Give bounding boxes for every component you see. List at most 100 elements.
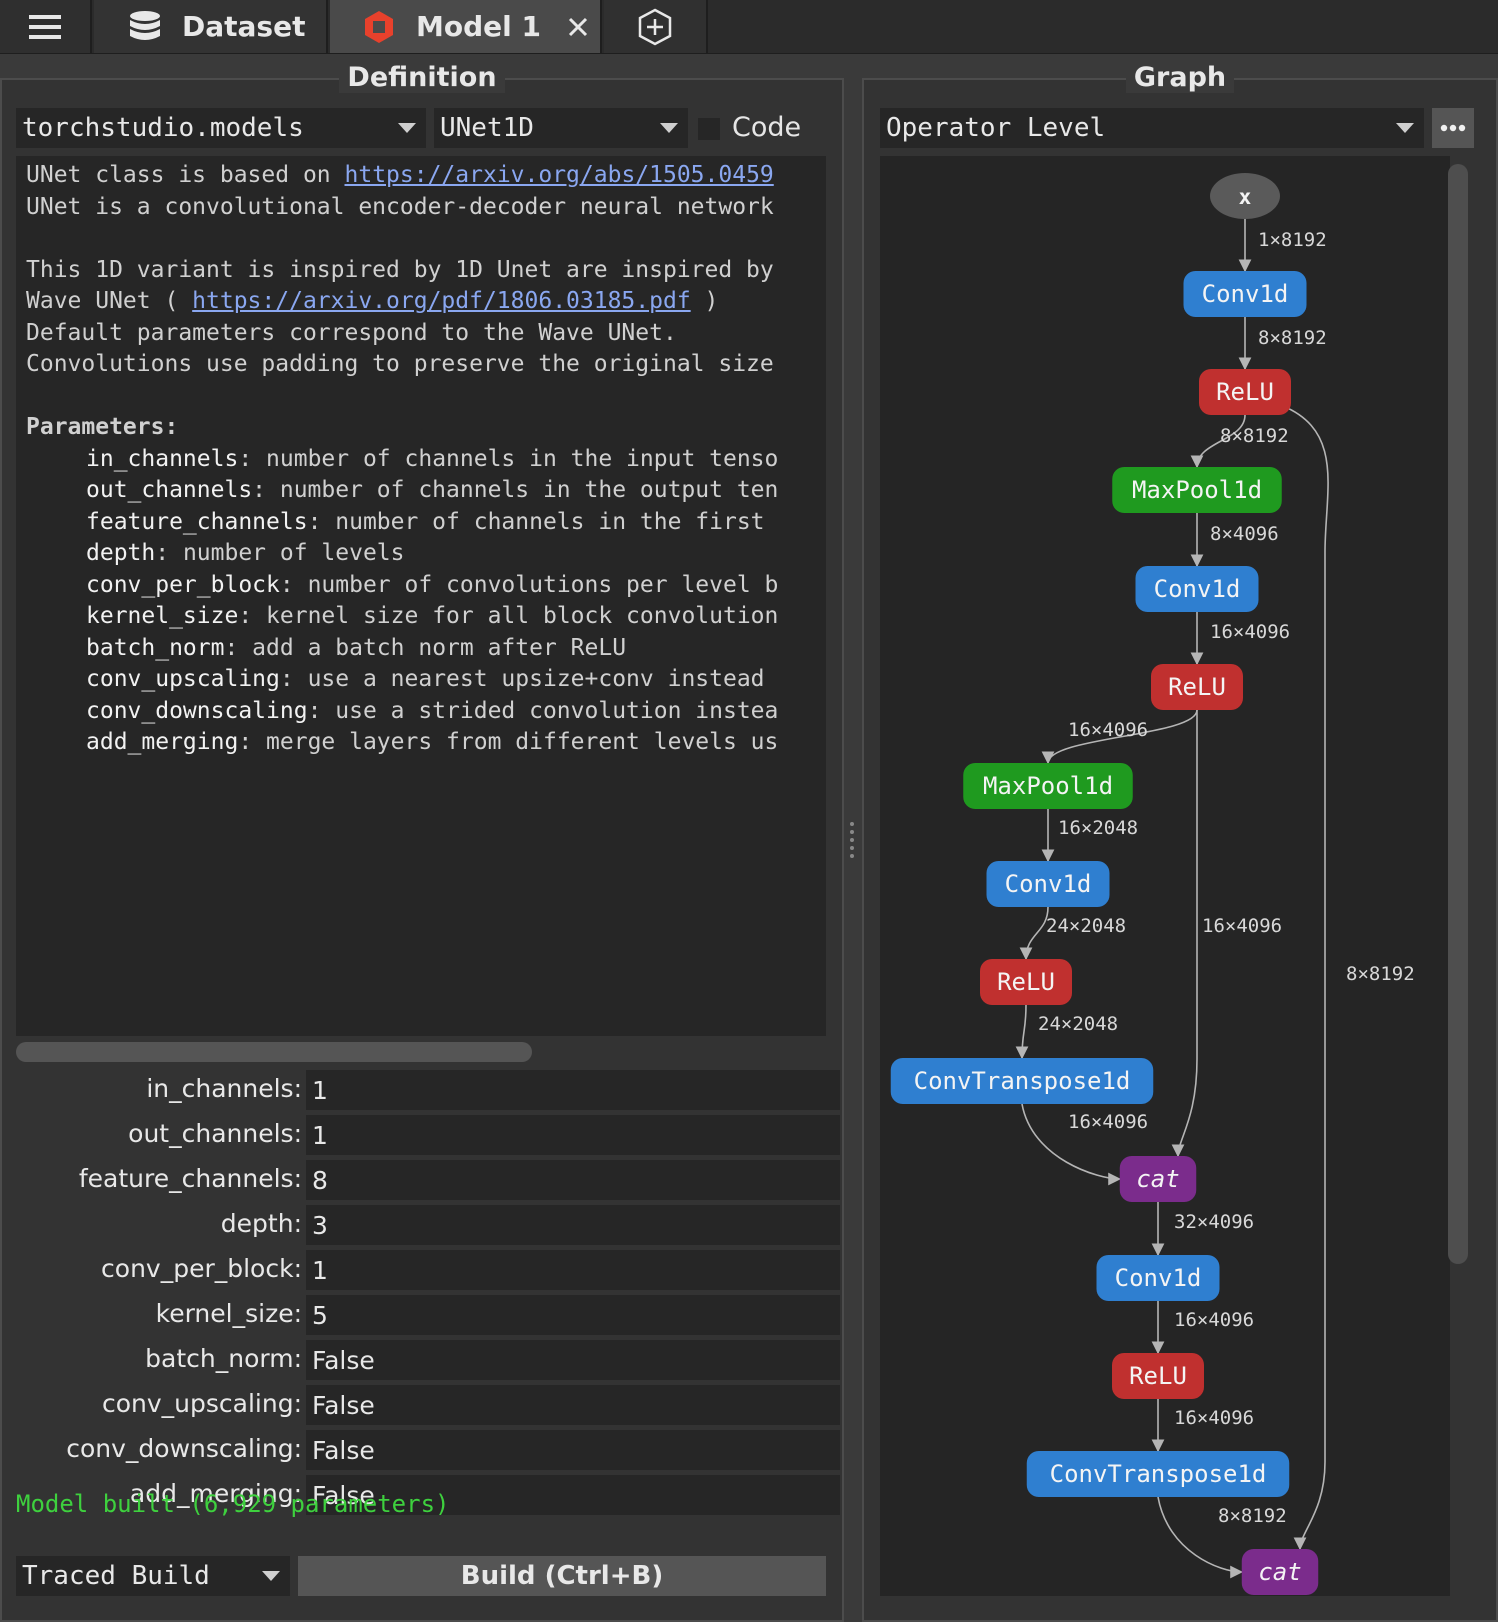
doc-param-desc: : number of channels in the input tenso: [238, 445, 779, 472]
graph-node-relu3[interactable]: ReLU: [980, 959, 1072, 1005]
doc-text: ): [690, 288, 719, 314]
splitter-handle[interactable]: [848, 820, 856, 860]
vertical-scrollbar[interactable]: [1448, 164, 1468, 1264]
build-button[interactable]: Build (Ctrl+B): [298, 1556, 826, 1596]
graph-node-cat1[interactable]: cat: [1119, 1156, 1197, 1202]
doc-param-name: in_channels: [86, 445, 239, 472]
class-select[interactable]: UNet1D: [434, 108, 688, 148]
graph-edge-label: 8×8192: [1258, 327, 1327, 349]
graph-node-shape: [980, 959, 1072, 1005]
param-input[interactable]: False: [306, 1340, 840, 1380]
param-row: conv_upscaling:False: [16, 1385, 840, 1425]
param-input[interactable]: 1: [306, 1250, 840, 1290]
graph-node-relu4[interactable]: ReLU: [1112, 1353, 1204, 1399]
graph-node-label: ReLU: [1168, 673, 1226, 701]
add-hexagon-icon: [638, 8, 672, 45]
param-input[interactable]: 1: [306, 1115, 840, 1155]
doc-line: Wave UNet ( https://arxiv.org/pdf/1806.0…: [26, 288, 718, 314]
doc-param-line: feature_channels: number of channels in …: [86, 509, 765, 535]
doc-link[interactable]: https://arxiv.org/pdf/1806.03185.pdf: [192, 288, 691, 314]
graph-node-label: cat: [1258, 1558, 1301, 1586]
doc-param-line: depth: number of levels: [86, 540, 405, 566]
doc-line: UNet class is based on https://arxiv.org…: [26, 162, 774, 188]
param-input[interactable]: 5: [306, 1295, 840, 1335]
param-label: in_channels:: [146, 1074, 302, 1103]
graph-edge: [1019, 906, 1049, 961]
param-input[interactable]: 1: [306, 1070, 840, 1110]
menu-button[interactable]: [0, 0, 92, 53]
module-select[interactable]: torchstudio.models: [16, 108, 426, 148]
param-input[interactable]: 8: [306, 1160, 840, 1200]
module-select-value: torchstudio.models: [22, 113, 304, 143]
graph-node-conv3[interactable]: Conv1d: [986, 861, 1110, 907]
param-input[interactable]: 3: [306, 1205, 840, 1245]
graph-node-x[interactable]: x: [1210, 173, 1280, 219]
class-select-value: UNet1D: [440, 113, 534, 143]
graph-edge-label: 16×4096: [1174, 1309, 1254, 1331]
doc-text: Wave UNet (: [26, 288, 193, 314]
graph-node-cat2[interactable]: cat: [1241, 1549, 1319, 1595]
graph-node-shape: [1112, 467, 1282, 513]
doc-param-desc: : use a strided convolution instea: [307, 697, 779, 724]
param-input[interactable]: False: [306, 1430, 840, 1470]
documentation-text[interactable]: UNet class is based on https://arxiv.org…: [16, 156, 826, 1036]
graph-edge-label: 8×8192: [1218, 1505, 1287, 1527]
graph-level-select[interactable]: Operator Level: [880, 108, 1424, 148]
graph-node-label: Conv1d: [1154, 575, 1241, 603]
tab-dataset-label: Dataset: [182, 10, 306, 43]
param-label: conv_downscaling:: [66, 1434, 302, 1463]
param-label: add_merging:: [129, 1479, 302, 1508]
chevron-down-icon: [398, 123, 416, 133]
graph-node-pool2[interactable]: MaxPool1d: [963, 763, 1133, 809]
graph-node-relu1[interactable]: ReLU: [1199, 369, 1291, 415]
build-mode-select[interactable]: Traced Build: [16, 1556, 290, 1596]
graph-node-shape: [890, 1058, 1154, 1104]
graph-node-shape: [1241, 1549, 1319, 1595]
param-input[interactable]: False: [306, 1385, 840, 1425]
graph-edge-label: 1×8192: [1258, 229, 1327, 251]
code-checkbox[interactable]: [698, 118, 720, 140]
graph-node-relu2[interactable]: ReLU: [1151, 664, 1243, 710]
graph-edge-label: 8×4096: [1210, 523, 1279, 545]
chevron-down-icon: [660, 123, 678, 133]
graph-node-shape: [1151, 664, 1243, 710]
doc-link[interactable]: https://arxiv.org/abs/1505.0459: [344, 162, 774, 188]
graph-level-value: Operator Level: [886, 113, 1106, 143]
database-icon: [130, 10, 160, 40]
graph-node-shape: [1199, 369, 1291, 415]
graph-node-convt2[interactable]: ConvTranspose1d: [1026, 1451, 1290, 1497]
graph-edge-label: 16×4096: [1068, 1111, 1148, 1133]
more-options-button[interactable]: [1432, 108, 1474, 148]
graph-edge-label: 16×4096: [1174, 1407, 1254, 1429]
horizontal-scrollbar[interactable]: [16, 1042, 532, 1062]
graph-edge-label: 24×2048: [1038, 1013, 1118, 1035]
graph-edge: [1015, 1004, 1029, 1060]
param-row: in_channels:1: [16, 1070, 840, 1110]
graph-node-pool1[interactable]: MaxPool1d: [1112, 467, 1282, 513]
param-row: conv_downscaling:False: [16, 1430, 840, 1470]
graph-edge-label: 8×8192: [1220, 425, 1289, 447]
graph-canvas[interactable]: 1×8192 8×8192 8×8192 8×4096 16×4096 16×4096 16…: [880, 156, 1450, 1596]
graph-node-shape: [1135, 566, 1259, 612]
tab-dataset[interactable]: Dataset: [94, 0, 328, 53]
doc-line: UNet is a convolutional encoder-decoder …: [26, 194, 774, 220]
doc-param-line: conv_downscaling: use a strided convolut…: [86, 698, 778, 724]
graph-node-label: cat: [1136, 1165, 1179, 1193]
graph-node-conv4[interactable]: Conv1d: [1096, 1255, 1220, 1301]
chevron-down-icon: [262, 1571, 280, 1581]
param-input[interactable]: False: [306, 1475, 840, 1515]
close-tab-icon[interactable]: [568, 17, 588, 37]
add-tab-button[interactable]: [604, 0, 708, 53]
graph-node-conv1[interactable]: Conv1d: [1183, 271, 1307, 317]
param-label: depth:: [220, 1209, 302, 1238]
graph-edge: [1171, 710, 1198, 1158]
doc-text: This 1D variant is inspired by 1D Unet a…: [26, 256, 774, 283]
graph-node-conv2[interactable]: Conv1d: [1135, 566, 1259, 612]
tab-model[interactable]: Model 1: [330, 0, 602, 53]
graph-node-label: ConvTranspose1d: [914, 1067, 1131, 1095]
code-label: Code: [732, 112, 802, 143]
graph-node-convt1[interactable]: ConvTranspose1d: [890, 1058, 1154, 1104]
graph-edge-label: 16×4096: [1202, 915, 1282, 937]
graph-edge: [1021, 1103, 1122, 1186]
